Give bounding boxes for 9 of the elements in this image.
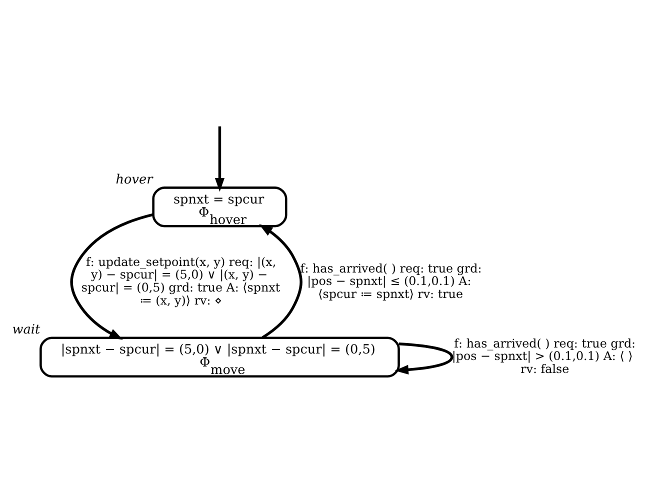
arrow (214, 126, 225, 192)
arrow (70, 213, 154, 340)
edge-label: f: has_arrived( ) req: true grd: |pos − spnxt| > (0.1,0.1) A: ⟨ ⟩ rv: false (452, 336, 636, 376)
node-label: wait (12, 322, 40, 338)
arrow (394, 342, 454, 374)
arrow (259, 224, 302, 339)
edge-label: f: has_arrived( ) req: true grd: |pos − spnxt| ≤ (0.1,0.1) A: ⟨spcur ≔ spnxt⟩ rv: true (300, 261, 482, 301)
edge-label: f: update_setpoint(x, y) req: |(x, y) − spcur| = (5,0) ∨ |(x, y) − spcur| = (0,5) grd: true A: ⟨spnxt ≔ (x, y)⟩ rv: ⋄ (81, 254, 280, 308)
node-label: hover (116, 172, 153, 188)
